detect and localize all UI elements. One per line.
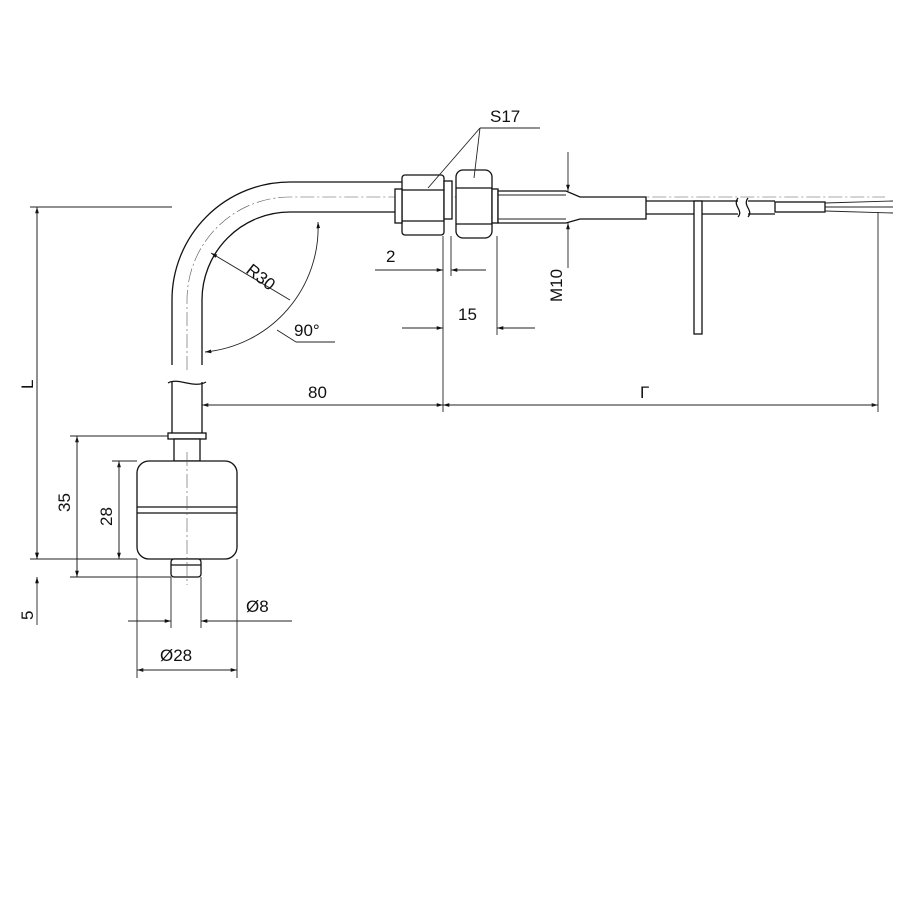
hex-nut-right xyxy=(455,169,493,239)
dimension-m10: M10 xyxy=(547,152,570,302)
dimension-l: L xyxy=(18,206,172,560)
label-s17: S17 xyxy=(490,107,520,126)
dimension-s17: S17 xyxy=(427,107,540,189)
nut-face-left xyxy=(394,188,403,224)
bent-tube xyxy=(171,181,402,365)
cable-break-a xyxy=(735,197,741,218)
label-cable-length: Г xyxy=(640,383,649,402)
union-nut-left xyxy=(401,174,445,236)
label-m10: M10 xyxy=(547,269,566,302)
dimension-2: 2 xyxy=(375,236,486,350)
cable-sleeve xyxy=(774,201,826,213)
dimension-35: 35 xyxy=(55,435,171,578)
label-dia28: Ø28 xyxy=(160,646,192,665)
label-28: 28 xyxy=(97,507,116,526)
label-80: 80 xyxy=(308,383,327,402)
label-r30: R30 xyxy=(243,260,279,294)
wire-3 xyxy=(824,210,894,214)
bottom-stub xyxy=(170,558,202,578)
dimension-dia28: Ø28 xyxy=(136,559,238,678)
label-5: 5 xyxy=(18,611,37,620)
wire-1 xyxy=(824,200,894,204)
dimension-dia8: Ø8 xyxy=(128,577,292,628)
sensor-body xyxy=(136,169,894,585)
threaded-fitting xyxy=(497,190,647,224)
label-90deg: 90° xyxy=(294,321,320,340)
washer-right xyxy=(491,188,499,224)
dimension-28: 28 xyxy=(97,460,137,559)
label-2: 2 xyxy=(386,247,395,266)
label-l: L xyxy=(18,380,37,389)
tube-break-line xyxy=(167,380,207,385)
collar-left xyxy=(443,180,453,220)
dimension-80: 80 xyxy=(202,350,444,412)
label-35: 35 xyxy=(55,493,74,512)
label-dia8: Ø8 xyxy=(246,597,269,616)
dimension-90deg: 90° xyxy=(204,221,335,354)
label-15: 15 xyxy=(458,305,477,324)
dimension-15: 15 xyxy=(402,236,535,335)
cable-tag xyxy=(693,200,703,335)
dimension-r30: R30 xyxy=(210,252,291,301)
cable-break-b xyxy=(745,197,751,218)
float-collar xyxy=(167,432,207,440)
dimension-cable-length: Г xyxy=(443,212,879,412)
dimension-5: 5 xyxy=(18,540,39,625)
